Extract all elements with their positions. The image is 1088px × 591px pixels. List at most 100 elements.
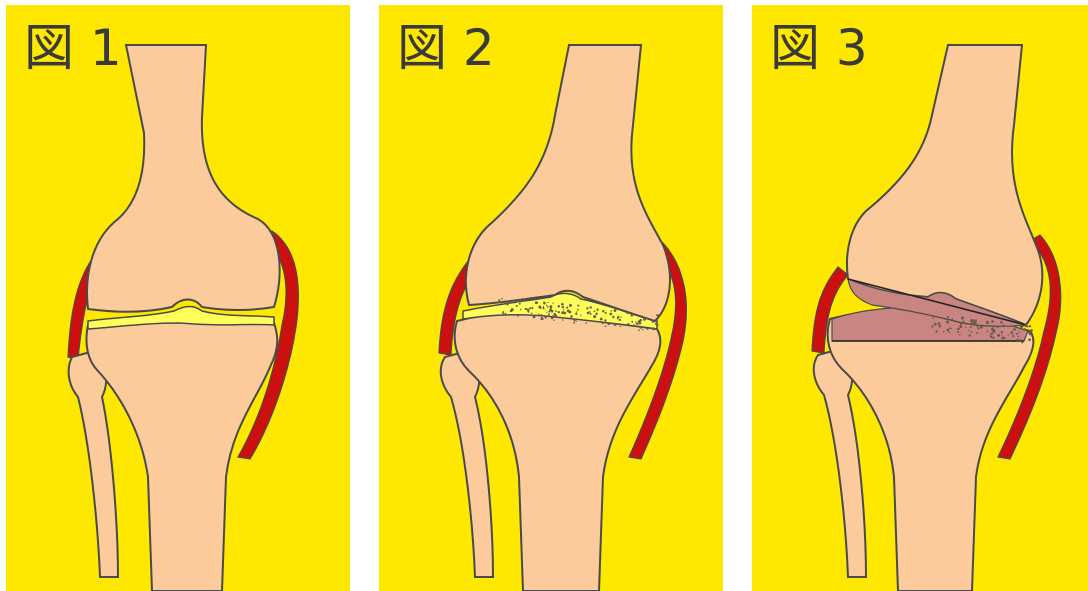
stipple-dot — [1018, 332, 1020, 334]
stipple-dot — [646, 328, 647, 329]
stipple-dot — [538, 306, 541, 309]
stipple-dot — [954, 320, 956, 322]
stipple-dot — [611, 310, 613, 312]
stipple-dot — [541, 314, 543, 316]
stipple-dot — [533, 317, 534, 318]
stipple-dot — [933, 317, 935, 319]
stipple-dot — [573, 322, 575, 324]
stipple-dot — [546, 305, 548, 307]
stipple-dot — [538, 313, 539, 314]
stipple-dot — [524, 299, 526, 301]
figure-label: 図 3 — [770, 23, 868, 73]
stipple-dot — [547, 306, 548, 307]
stipple-dot — [576, 321, 577, 322]
stipple-dot — [549, 305, 552, 308]
stipple-dot — [976, 332, 978, 334]
stipple-dot — [570, 315, 573, 318]
stipple-dot — [968, 330, 969, 331]
stipple-dot — [1024, 328, 1026, 330]
stipple-dot — [992, 329, 993, 330]
stipple-dot — [609, 313, 612, 316]
stipple-dot — [573, 319, 575, 321]
stipple-dot — [585, 322, 587, 324]
knee-diagram-1 — [6, 5, 350, 591]
stipple-dot — [596, 309, 598, 311]
stipple-dot — [946, 321, 949, 324]
stipple-dot — [504, 313, 506, 315]
stipple-dot — [563, 309, 564, 310]
stipple-dot — [512, 300, 514, 302]
stipple-dot — [637, 323, 639, 325]
stipple-dot — [630, 312, 632, 314]
stipple-dot — [595, 313, 597, 315]
stipple-dot — [631, 321, 633, 323]
stipple-dot — [965, 327, 966, 328]
stipple-dot — [990, 332, 993, 335]
stipple-dot — [531, 312, 533, 314]
stipple-dot — [633, 324, 634, 325]
stipple-dot — [1027, 332, 1028, 333]
stipple-dot — [553, 320, 554, 321]
stipple-dot — [938, 322, 941, 325]
stipple-dot — [593, 315, 596, 318]
stipple-dot — [1029, 325, 1031, 327]
stipple-dot — [552, 303, 553, 304]
stipple-dot — [520, 309, 522, 311]
stipple-dot — [960, 323, 962, 325]
stipple-dot — [590, 313, 592, 315]
figure-panel-3: 図 3 — [752, 5, 1088, 591]
stipple-dot — [1016, 333, 1018, 335]
stipple-dot — [1016, 339, 1019, 342]
stipple-dot — [931, 325, 933, 327]
stipple-dot — [1032, 339, 1033, 340]
stipple-dot — [977, 327, 979, 329]
stipple-dot — [1028, 331, 1031, 334]
figure-label: 図 1 — [24, 23, 122, 73]
stipple-dot — [594, 311, 596, 313]
stipple-dot — [957, 331, 959, 333]
stipple-dot — [575, 313, 577, 315]
stipple-dot — [506, 303, 508, 305]
stipple-dot — [602, 322, 604, 324]
stipple-dot — [992, 337, 994, 339]
stipple-dot — [620, 316, 621, 317]
stipple-dot — [1001, 335, 1002, 336]
stipple-dot — [501, 302, 503, 304]
stipple-dot — [535, 301, 538, 304]
stipple-dot — [543, 306, 545, 308]
stipple-dot — [951, 328, 952, 329]
stipple-dot — [975, 319, 977, 321]
stipple-dot — [569, 304, 572, 307]
stipple-dot — [516, 314, 518, 316]
knee-diagram-3 — [752, 5, 1088, 591]
stipple-dot — [1022, 325, 1024, 327]
stipple-dot — [1014, 328, 1016, 330]
stipple-dot — [589, 306, 591, 308]
stipple-dot — [935, 330, 937, 332]
stipple-dot — [1012, 335, 1014, 337]
stipple-dot — [1000, 321, 1003, 324]
stipple-dot — [652, 327, 655, 330]
stipple-dot — [997, 334, 1000, 337]
stipple-dot — [970, 331, 972, 333]
stipple-dot — [991, 327, 993, 329]
stipple-dot — [627, 323, 629, 325]
stipple-dot — [552, 315, 553, 316]
stipple-dot — [986, 321, 989, 324]
stipple-dot — [656, 314, 658, 316]
stipple-dot — [617, 316, 619, 318]
stipple-dot — [604, 319, 606, 321]
stipple-dot — [553, 313, 555, 315]
stipple-dot — [548, 313, 550, 315]
stipple-dot — [947, 316, 949, 318]
stipple-dot — [970, 319, 973, 322]
stipple-dot — [501, 298, 503, 300]
stipple-dot — [589, 311, 591, 313]
stipple-dot — [1001, 331, 1002, 332]
stipple-dot — [511, 308, 514, 311]
stipple-dot — [549, 308, 552, 311]
stipple-dot — [542, 318, 544, 320]
stipple-dot — [639, 319, 642, 322]
stipple-dot — [1011, 332, 1013, 334]
stipple-dot — [568, 310, 571, 313]
